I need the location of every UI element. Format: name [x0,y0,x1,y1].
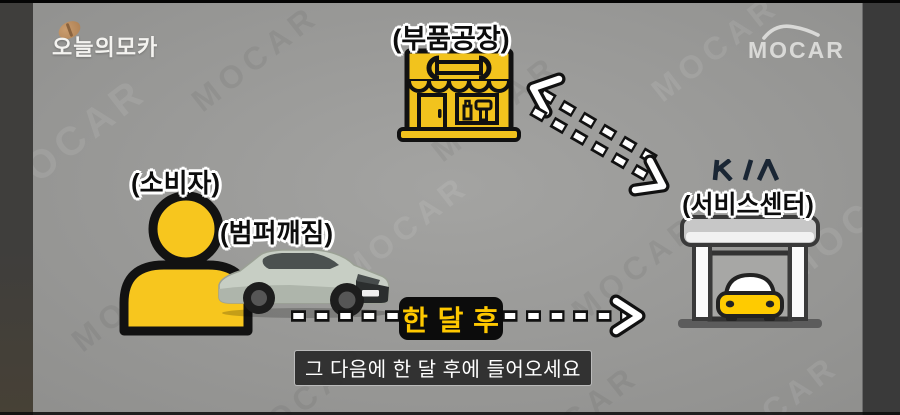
right-pillarbox [862,0,900,415]
car-swoosh-icon [762,24,820,40]
parts-factory-icon [397,48,521,142]
consumer-label: (소비자) [131,168,221,198]
person-icon [119,191,253,336]
mocar-logo-text: MOCAR [748,37,845,63]
show-title-text: 오늘의모카 [52,35,159,60]
kia-logo [712,159,780,181]
top-letterbox [0,0,900,3]
arrow-factory-to-service [526,72,670,197]
service-center-label: (서비스센터) [682,191,814,219]
bumper-damage-label: (범퍼깨짐) [220,218,333,248]
bottom-letterbox [0,412,900,415]
left-pillarbox [0,0,33,415]
factory-label: (부품공장) [392,24,510,54]
one-month-later-text: 한 달 후 [402,304,500,336]
one-month-later-badge: 한 달 후 [399,297,503,340]
garage-icon [678,215,822,328]
subtitle-caption: 그 다음에 한 달 후에 들어오세요 [294,350,592,386]
show-title-logo: 오늘의모카 [52,17,159,62]
